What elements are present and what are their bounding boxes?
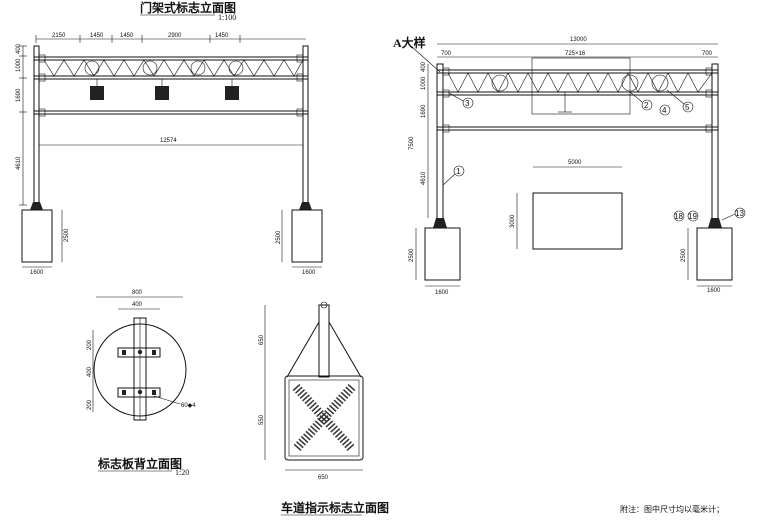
detail-pitch: 725×16: [565, 51, 586, 57]
gantry-foot-right-w: 1600: [302, 270, 316, 276]
detail-a-elevation: A大样 13000 700 700 725×16 400 1000 1690 7…: [393, 35, 746, 296]
gantry-span-dim: 12574: [160, 138, 177, 144]
callout-4: 4: [662, 106, 667, 115]
sign-back-elevation: 800 400 200 400 200 60◆4 标志板背立面图 1:20: [87, 290, 196, 477]
lane-sign-elevation: 650 550 650 车道指示标志立面图: [259, 301, 389, 516]
hanging-lane-signs: [90, 79, 239, 100]
lane-title: 车道指示标志立面图: [281, 500, 389, 515]
detail-foot-right-w: 1600: [707, 288, 721, 294]
back-vdim-3: 200: [87, 399, 93, 410]
gantry-dim-seg-1: 2150: [52, 33, 66, 39]
gantry-dim-seg-3: 1450: [120, 33, 134, 39]
back-width-inner: 400: [132, 302, 143, 308]
detail-vdim-5: 4610: [421, 171, 427, 185]
gantry-dim-seg-2: 1450: [90, 33, 104, 39]
detail-panel-height: 3000: [510, 214, 516, 228]
back-bolt-label: 60◆4: [181, 403, 196, 409]
detail-foot-left-w: 1600: [435, 290, 449, 296]
gantry-vdim-2: 1000: [16, 58, 22, 72]
gantry-vdim-4: 4610: [16, 156, 22, 170]
gantry-foot-left-w: 1600: [30, 270, 44, 276]
callout-5: 5: [685, 103, 690, 112]
callout-13: 13: [735, 209, 744, 218]
detail-vdim-1: 400: [421, 61, 427, 72]
back-vdim-2: 400: [87, 366, 93, 377]
detail-vdim-3: 1690: [421, 104, 427, 118]
gantry-foot-left-h: 2500: [64, 228, 70, 242]
sign-back-scale: 1:20: [175, 468, 189, 477]
detail-right-end: 700: [702, 51, 713, 57]
gantry-dim-seg-4: 2900: [168, 33, 182, 39]
footnote: 附注：图中尺寸均以毫米计；: [620, 504, 724, 514]
detail-panel-width: 5000: [568, 160, 582, 166]
gantry-title: 门架式标志立面图: [140, 0, 236, 15]
callout-18: 18: [674, 212, 683, 221]
callout-19: 19: [688, 212, 697, 221]
gantry-vdim-3: 1690: [16, 88, 22, 102]
gantry-scale: 1:100: [218, 13, 236, 22]
callout-3: 3: [465, 99, 470, 108]
detail-span-dim: 13000: [570, 37, 587, 43]
gantry-elevation: 门架式标志立面图 1:100 2150 1450 1450 2900 1450 …: [16, 0, 323, 276]
gantry-dim-seg-5: 1450: [215, 33, 229, 39]
callout-2: 2: [644, 101, 649, 110]
detail-foot-right-h: 2500: [681, 248, 687, 262]
lane-board-height: 550: [259, 414, 265, 425]
detail-title: A大样: [393, 35, 426, 50]
lane-pole-height: 650: [259, 334, 265, 345]
lane-board-width: 650: [318, 475, 329, 481]
gantry-vdim-1: 400: [16, 43, 22, 54]
detail-vdim-4: 7500: [409, 136, 415, 150]
sign-back-title: 标志板背立面图: [97, 456, 182, 471]
callout-1: 1: [456, 167, 461, 176]
detail-vdim-2: 1000: [421, 76, 427, 90]
detail-left-end: 700: [441, 51, 452, 57]
back-width-outer: 800: [132, 290, 143, 296]
gantry-foot-right-h: 2500: [276, 230, 282, 244]
back-vdim-1: 200: [87, 339, 93, 350]
detail-foot-left-h: 2500: [409, 248, 415, 262]
